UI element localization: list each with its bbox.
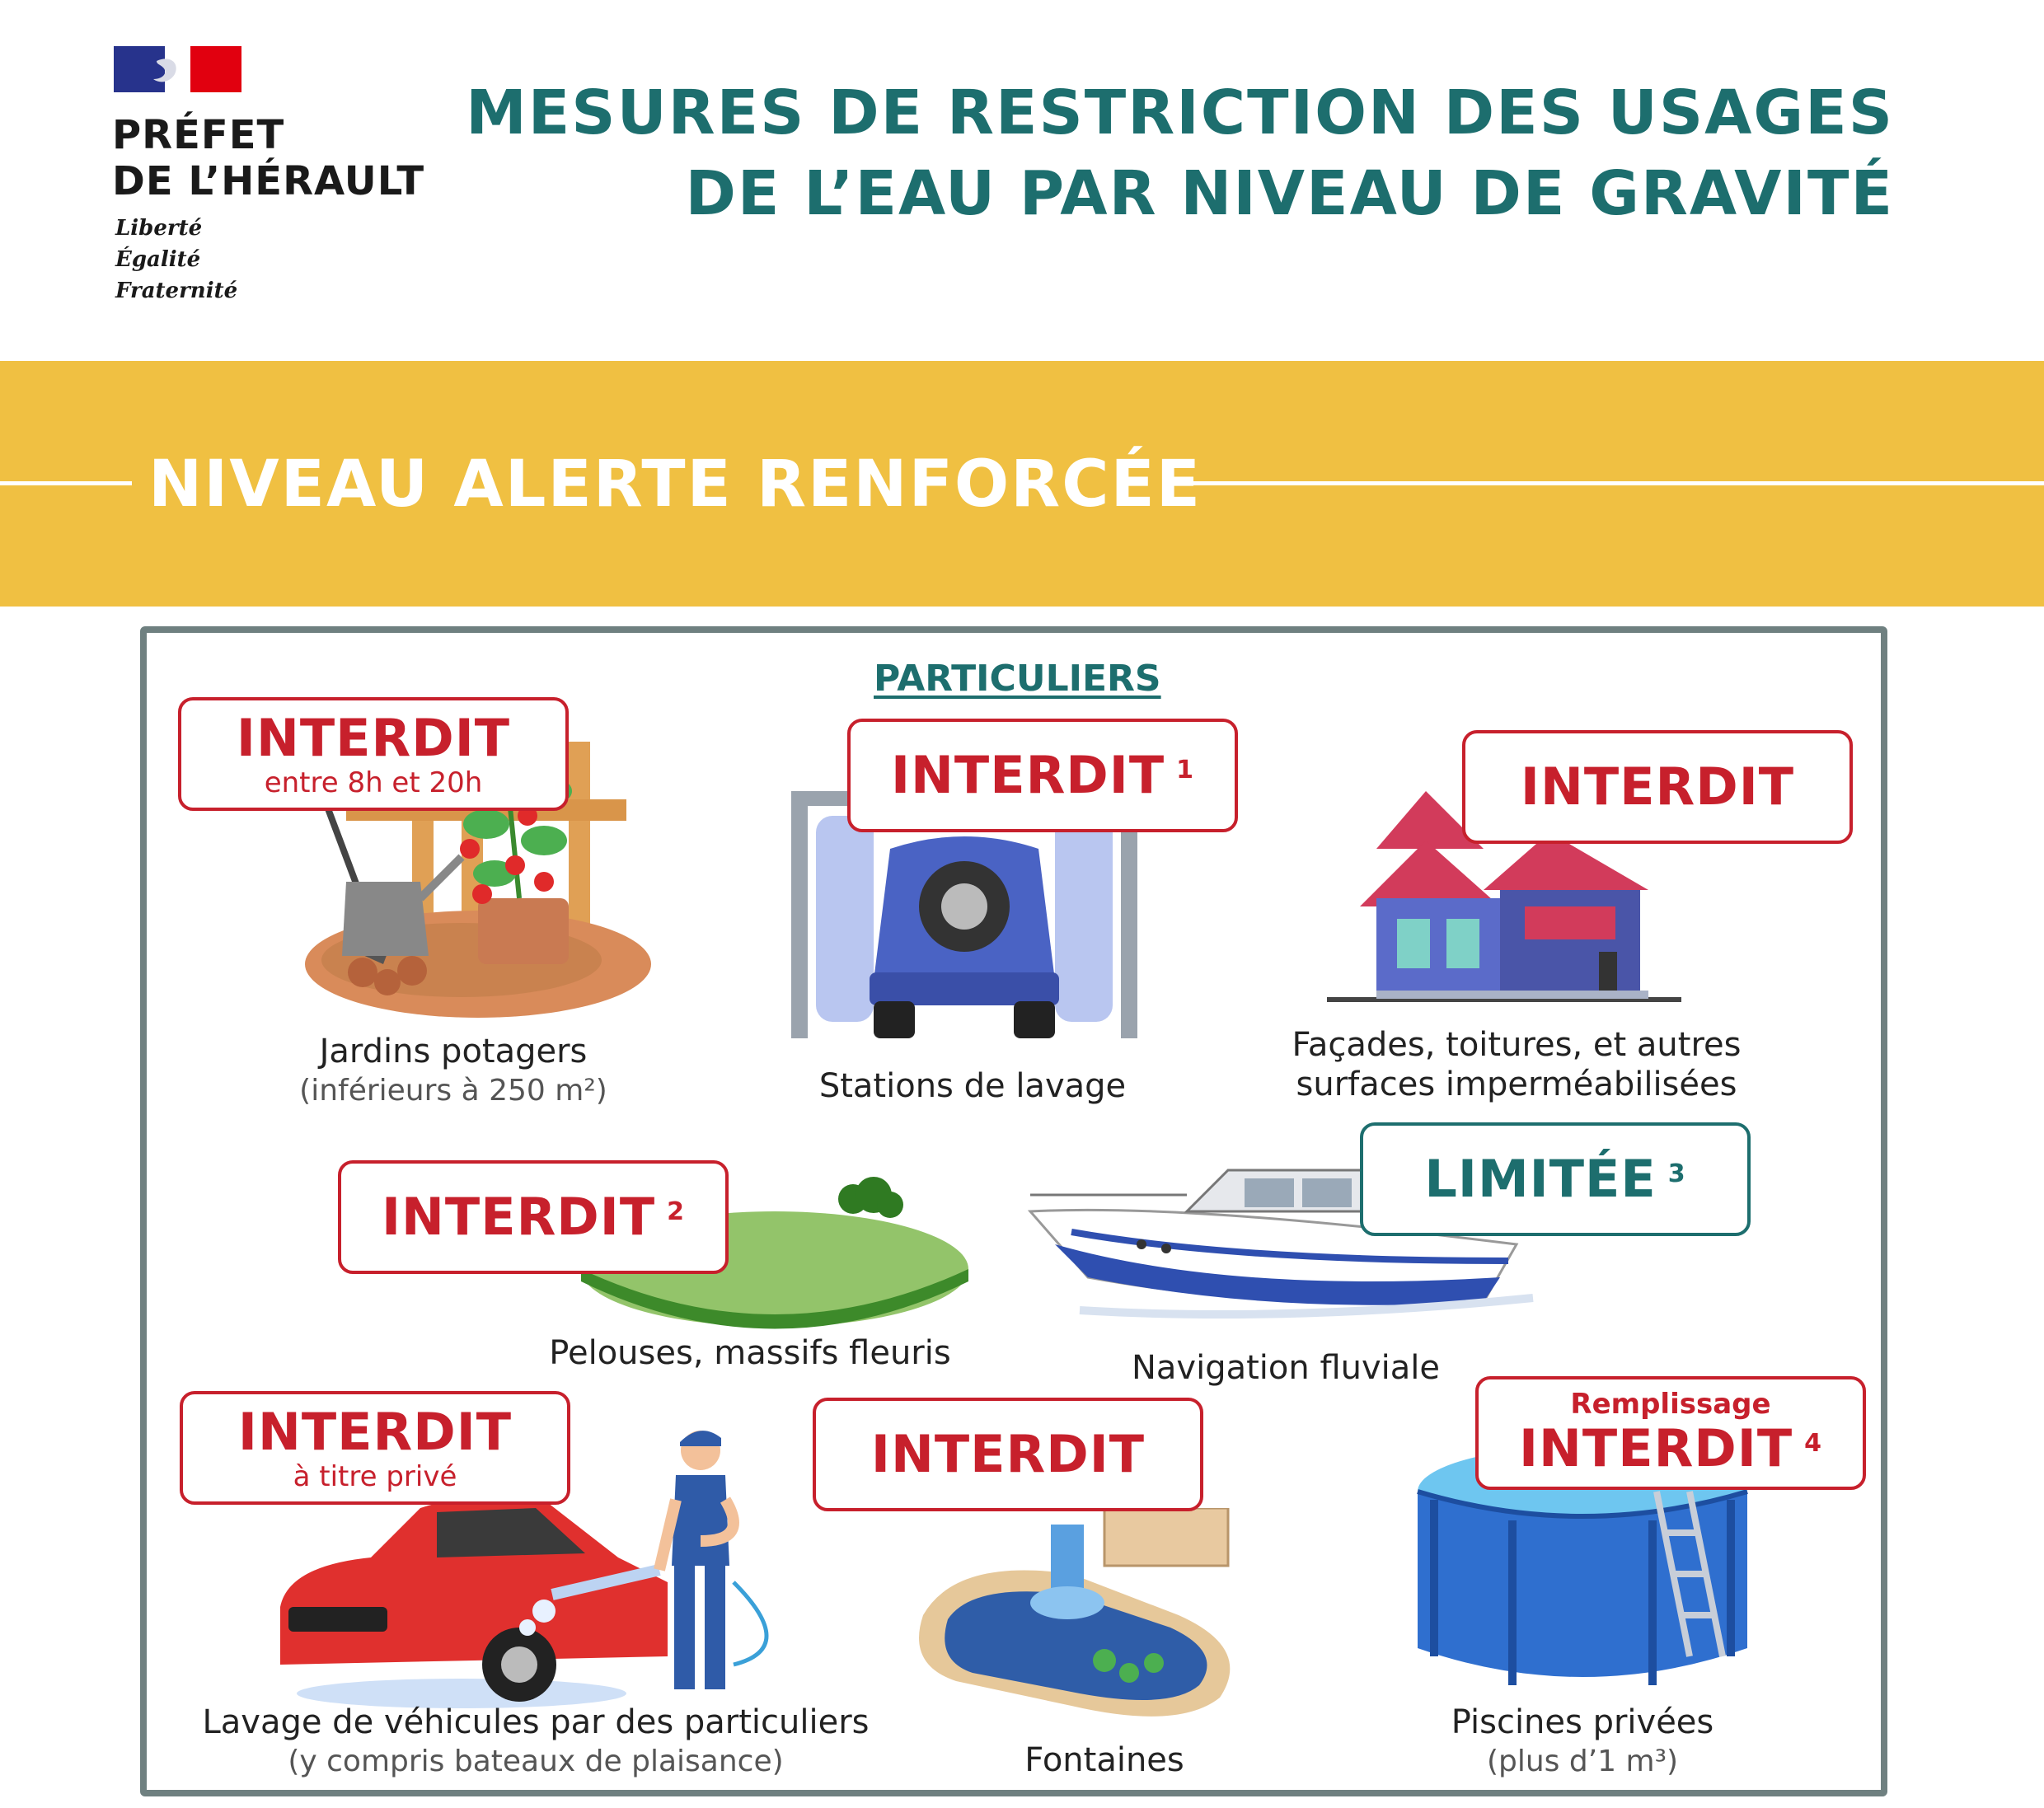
page-title-line1: MESURES DE RESTRICTION DES USAGES	[466, 77, 1894, 148]
status-label: LIMITÉE 3	[1424, 1150, 1685, 1208]
page-title-line2: DE L’EAU PAR NIVEAU DE GRAVITÉ	[685, 158, 1894, 229]
footnote-ref: 4	[1804, 1429, 1823, 1458]
status-detail: à titre privé	[293, 1460, 457, 1493]
status-badge-navigation: LIMITÉE 3	[1360, 1122, 1751, 1236]
caption-navigation: Navigation fluviale	[1096, 1348, 1475, 1388]
status-badge-lavage-vehicules: INTERDIT à titre privé	[180, 1391, 570, 1505]
level-title: NIVEAU ALERTE RENFORCÉE	[148, 447, 1202, 522]
status-text: INTERDIT	[890, 745, 1165, 805]
prefet-line2: DE L’HÉRAULT	[112, 158, 425, 204]
status-badge-stations: INTERDIT 1	[847, 719, 1238, 832]
caption-note: (y compris bateaux de plaisance)	[288, 1745, 784, 1778]
caption-fontaines: Fontaines	[940, 1740, 1269, 1780]
person-washing-car-icon	[280, 1431, 769, 1708]
caption-note: (inférieurs à 250 m²)	[299, 1074, 607, 1108]
caption-label-line2: surfaces imperméabilisées	[1296, 1066, 1737, 1103]
caption-lavage-vehicules: Lavage de véhicules par des particuliers…	[190, 1703, 882, 1782]
status-prefix: Remplissage	[1570, 1388, 1771, 1421]
marianne-logo-icon	[114, 46, 241, 92]
caption-label: Jardins potagers	[319, 1033, 588, 1070]
status-label: INTERDIT 1	[891, 747, 1194, 804]
band-divider-right	[1164, 481, 2044, 485]
measures-panel	[140, 626, 1887, 1796]
caption-piscines: Piscines privées (plus d’1 m³)	[1418, 1703, 1747, 1782]
status-text: INTERDIT	[1518, 1418, 1793, 1478]
caption-note: (plus d’1 m³)	[1486, 1745, 1679, 1778]
status-badge-fontaines: INTERDIT	[813, 1398, 1203, 1511]
caption-facades: Façades, toitures, et autres surfaces im…	[1261, 1025, 1772, 1104]
house-icon	[1327, 791, 1681, 1002]
prefet-line1: PRÉFET	[112, 112, 285, 158]
caption-pelouses: Pelouses, massifs fleuris	[511, 1333, 989, 1373]
status-badge-jardins: INTERDIT entre 8h et 20h	[178, 697, 569, 811]
caption-label: Lavage de véhicules par des particuliers	[202, 1703, 870, 1741]
status-label: INTERDIT	[870, 1424, 1146, 1484]
section-title: PARTICULIERS	[874, 658, 1161, 700]
status-badge-piscines: Remplissage INTERDIT 4	[1475, 1376, 1866, 1490]
caption-jardins: Jardins potagers (inférieurs à 250 m²)	[239, 1032, 668, 1111]
status-label: INTERDIT 4	[1519, 1420, 1822, 1478]
footnote-ref: 3	[1667, 1159, 1686, 1188]
devise: Liberté Égalité Fraternité	[115, 213, 237, 307]
status-text: INTERDIT	[381, 1187, 656, 1247]
devise-egalite: Égalité	[115, 247, 201, 272]
status-label: INTERDIT 2	[382, 1188, 685, 1246]
caption-stations: Stations de lavage	[775, 1066, 1170, 1106]
prefet-heading: PRÉFET DE L’HÉRAULT	[112, 112, 424, 204]
caption-label: Navigation fluviale	[1131, 1349, 1441, 1387]
page-title: MESURES DE RESTRICTION DES USAGES DE L’E…	[466, 73, 1894, 234]
caption-label: Pelouses, massifs fleuris	[549, 1334, 951, 1372]
caption-label-line1: Façades, toitures, et autres	[1292, 1026, 1742, 1064]
status-badge-facades: INTERDIT	[1462, 730, 1853, 844]
devise-fraternite: Fraternité	[115, 279, 238, 303]
fountain-icon	[919, 1508, 1231, 1717]
status-label: INTERDIT	[236, 708, 511, 768]
band-divider-left	[0, 481, 132, 485]
devise-liberte: Liberté	[115, 216, 203, 241]
caption-label: Piscines privées	[1451, 1703, 1714, 1741]
caption-label: Fontaines	[1024, 1741, 1184, 1779]
footnote-ref: 2	[667, 1197, 686, 1226]
status-text: LIMITÉE	[1424, 1149, 1657, 1209]
caption-label: Stations de lavage	[818, 1067, 1127, 1105]
footnote-ref: 1	[1176, 756, 1195, 785]
status-detail: entre 8h et 20h	[264, 766, 483, 799]
status-label: INTERDIT	[1520, 756, 1795, 817]
status-badge-pelouses: INTERDIT 2	[338, 1160, 729, 1274]
status-label: INTERDIT	[237, 1402, 513, 1462]
